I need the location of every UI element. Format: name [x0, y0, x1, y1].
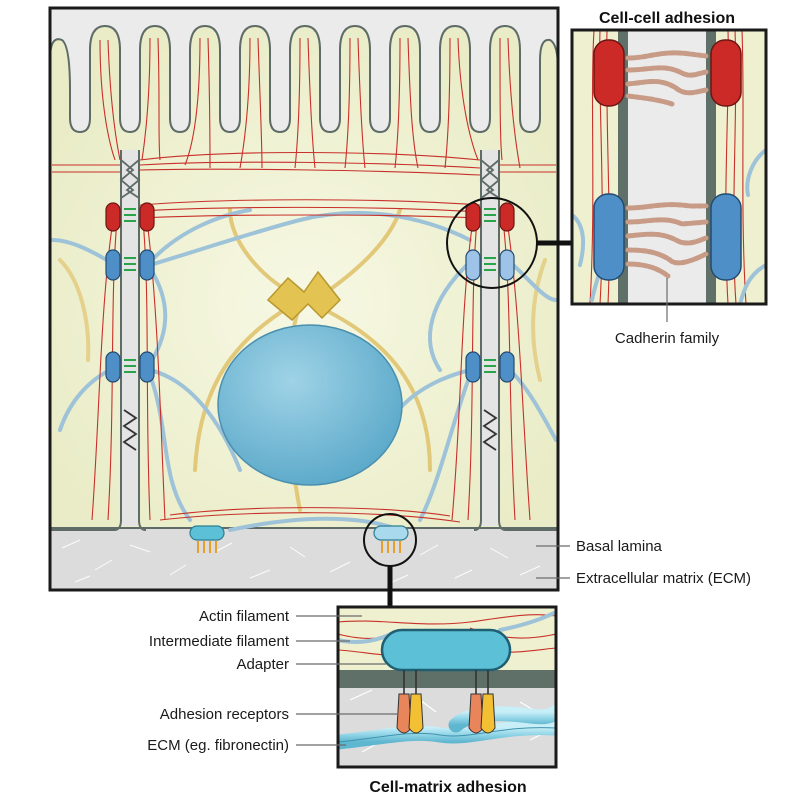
cadherin-family-label: Cadherin family — [615, 330, 720, 347]
lateral-membranes — [50, 150, 558, 531]
nucleus — [217, 324, 403, 486]
intermediate-filaments — [50, 208, 558, 532]
ecm-fibronectin-label: ECM (eg. fibronectin) — [147, 737, 289, 754]
adapter-label: Adapter — [236, 656, 289, 673]
cell-matrix-inset: Actin filament Intermediate filament Ada… — [147, 605, 558, 796]
apical-membrane — [50, 24, 558, 529]
basal-adhesions — [189, 525, 409, 553]
actin-filament-label: Actin filament — [199, 608, 290, 625]
ecm-label: Extracellular matrix (ECM) — [576, 570, 751, 587]
cell-matrix-title: Cell-matrix adhesion — [369, 779, 526, 796]
red-junction-protein-right — [710, 39, 742, 107]
centrosome — [266, 270, 342, 322]
left-junctions — [105, 202, 155, 383]
adhesion-receptors-label: Adhesion receptors — [160, 706, 289, 723]
cell-cell-title: Cell-cell adhesion — [599, 10, 735, 27]
cell-cell-inset: Cell-cell adhesion — [570, 10, 768, 347]
blue-junction-protein-right — [710, 193, 742, 281]
basal-lamina-band — [50, 528, 558, 590]
ecm-fibers — [61, 539, 541, 584]
adhesion-receptors — [396, 670, 496, 734]
cadherin-chains — [625, 50, 709, 279]
blue-junction-protein-left — [593, 193, 625, 281]
basal-lamina-label: Basal lamina — [576, 538, 663, 555]
adapter-protein — [380, 628, 512, 672]
red-junction-protein-left — [593, 39, 625, 107]
epithelium-panel — [48, 6, 560, 592]
main-panel-labels: Basal lamina Extracellular matrix (ECM) — [536, 538, 751, 587]
intermediate-filament-label: Intermediate filament — [149, 633, 290, 650]
